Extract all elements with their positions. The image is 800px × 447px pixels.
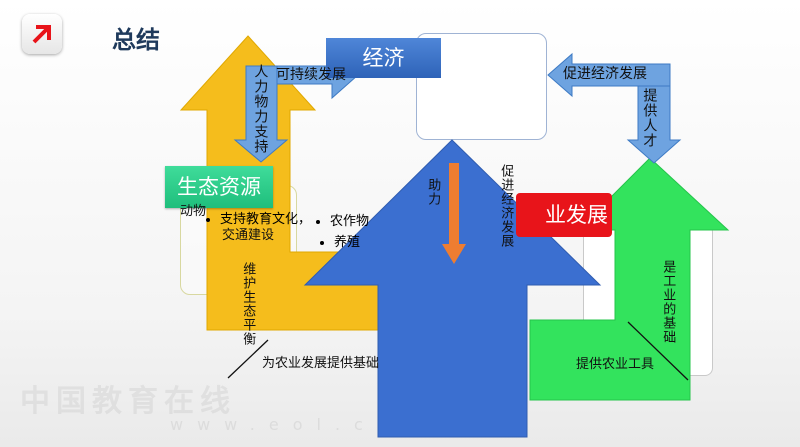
watermark-en: www.eol.cn [170,415,401,434]
industry-foundation-label: 是工业的基础 [660,260,676,344]
provide-tools-label: 提供农业工具 [576,357,655,372]
provide-talent-label: 提供人才 [641,88,658,148]
bullet-list-left: 支持教育文化， [208,208,311,227]
agriculture-label: 业发展 [516,193,612,237]
diagonal-arrow-icon [32,25,51,44]
bullet-edu: 支持教育文化， [220,208,311,227]
bullet-livestock: 养殖 [334,231,360,250]
agri-foundation-label: 为农业发展提供基础 [262,356,380,371]
manpower-arrow [233,65,289,163]
watermark-cn: 中国教育在线 [20,384,236,419]
assist-label: 助力 [425,178,441,206]
economy-label: 经济 [326,38,441,78]
bullet-traffic: 交通建设 [222,228,275,243]
eco-resources-label: 生态资源 [165,166,273,208]
animals-text: 动物 [180,204,207,219]
bullet-crops: 农作物 [330,210,369,229]
maintain-balance-label: 维护生态平衡 [240,262,256,346]
promote-econ-vertical-label: 促进经济发展 [498,164,514,248]
strike-line-2 [627,321,689,381]
logo-icon [22,14,62,54]
page-title: 总结 [112,26,160,54]
bullet-list-right: 农作物 [318,210,369,229]
promote-econ-label: 促进经济发展 [563,66,647,82]
manpower-label: 人力物力支持 [252,64,269,154]
provide-talent-arrow [626,85,682,164]
strike-line-1 [227,339,269,379]
orange-arrow [442,163,466,264]
bullet-list-right-2: 养殖 [322,231,360,250]
sustainable-label: 可持续发展 [276,67,346,83]
